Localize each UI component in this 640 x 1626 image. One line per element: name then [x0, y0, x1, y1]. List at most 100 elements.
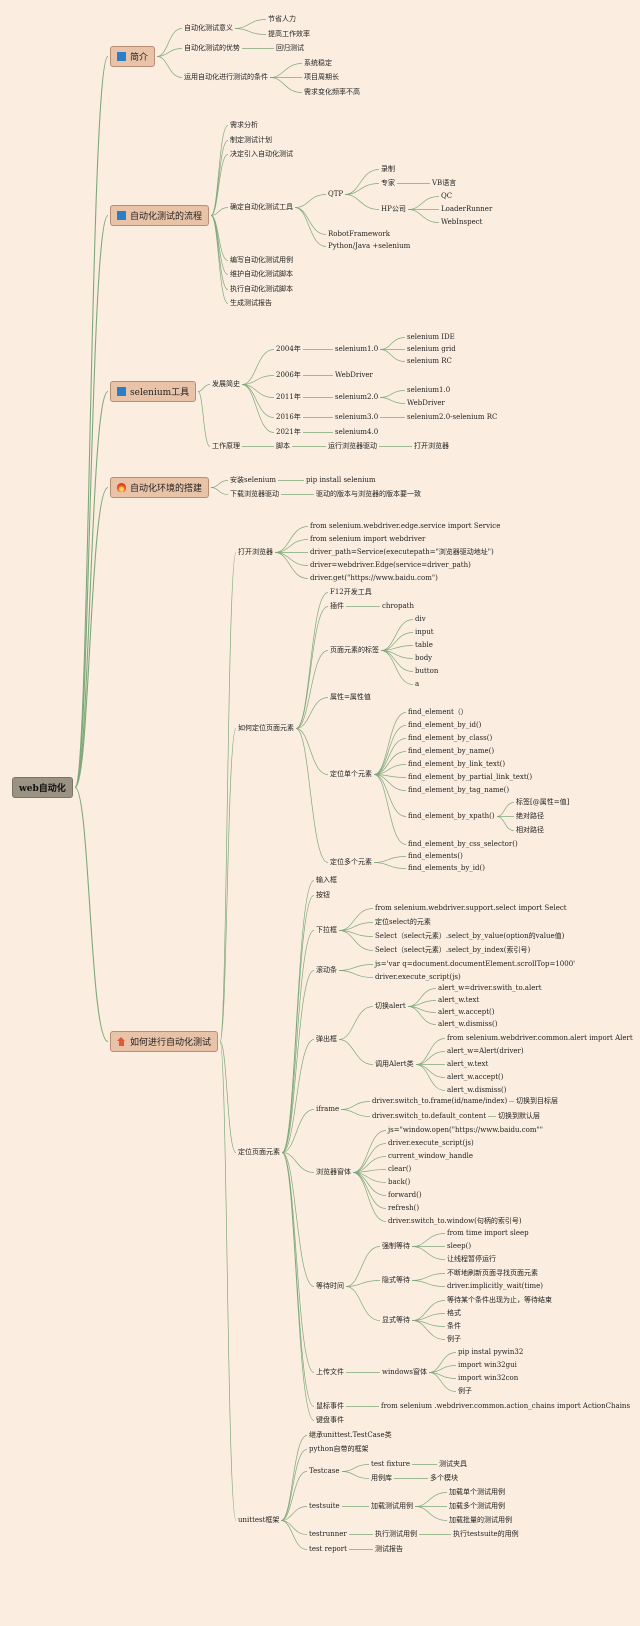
- node-thread-pause[interactable]: 让线程暂停运行: [447, 1255, 496, 1263]
- node-element-tags[interactable]: 页面元素的标签: [330, 646, 379, 654]
- node-run-script[interactable]: 执行自动化测试脚本: [230, 285, 293, 293]
- node-keyboard-event[interactable]: 键盘事件: [316, 1416, 344, 1424]
- node-test-fixture[interactable]: test fixture: [371, 1460, 411, 1468]
- code-back[interactable]: back(): [388, 1178, 411, 1186]
- code-action-chains[interactable]: from selenium .webdriver.common.action_c…: [381, 1402, 631, 1410]
- node-selenium2-sel1[interactable]: selenium1.0: [407, 386, 451, 394]
- node-test-advantage[interactable]: 自动化测试的优势: [184, 44, 240, 52]
- node-tag-div[interactable]: div: [415, 615, 426, 623]
- node-wait-condition[interactable]: 等待某个条件出现为止，等待结束: [447, 1296, 552, 1304]
- node-requirement[interactable]: 需求分析: [230, 121, 258, 129]
- code-driver-path[interactable]: driver_path=Service(executepath="浏览器驱动地址…: [310, 548, 494, 556]
- node-report-desc[interactable]: 测试报告: [375, 1545, 403, 1553]
- node-test-condition[interactable]: 运用自动化进行测试的条件: [184, 73, 268, 81]
- node-execute-cases[interactable]: 执行测试用例: [375, 1530, 417, 1538]
- node-example[interactable]: 例子: [447, 1335, 461, 1343]
- code-alert-accept[interactable]: alert_w.accept(): [438, 1008, 495, 1016]
- node-plugin[interactable]: 插件: [330, 602, 344, 610]
- code-find-elements[interactable]: find_elements(): [408, 852, 463, 860]
- node-env-setup[interactable]: 自动化环境的搭建: [110, 477, 210, 498]
- node-case-library[interactable]: 用例库: [371, 1474, 392, 1482]
- code-window-handle[interactable]: current_window_handle: [388, 1152, 474, 1160]
- node-button[interactable]: 按钮: [316, 891, 330, 899]
- code-scroll-js[interactable]: js='var q=document.documentElement.scrol…: [375, 960, 576, 968]
- node-run-driver[interactable]: 运行浏览器驱动: [328, 442, 377, 450]
- node-switch-alert[interactable]: 切换alert: [375, 1002, 406, 1010]
- node-selenium2-webdriver[interactable]: WebDriver: [407, 399, 445, 407]
- node-switch-default[interactable]: 切换到默认层: [498, 1112, 540, 1120]
- node-execute-suite[interactable]: 执行testsuite的用例: [453, 1530, 519, 1538]
- node-chropath[interactable]: chropath: [382, 602, 414, 610]
- node-test-meaning[interactable]: 自动化测试意义: [184, 24, 233, 32]
- node-explicit-wait[interactable]: 显式等待: [382, 1316, 410, 1324]
- code-alertc-dismiss[interactable]: alert_w.dismiss(): [447, 1086, 507, 1094]
- code-find-by-name[interactable]: find_element_by_name(): [408, 747, 495, 755]
- node-testsuite[interactable]: testsuite: [309, 1502, 340, 1510]
- node-element-operations[interactable]: 定位页面元素: [238, 1148, 280, 1156]
- node-long-cycle[interactable]: 项目周期长: [304, 73, 339, 81]
- node-introduce-auto[interactable]: 决定引入自动化测试: [230, 150, 293, 158]
- code-refresh[interactable]: refresh(): [388, 1204, 420, 1212]
- node-open-browser-principle[interactable]: 打开浏览器: [414, 442, 449, 450]
- code-import-service[interactable]: from selenium.webdriver.edge.service imp…: [310, 522, 501, 530]
- node-tag-button[interactable]: button: [415, 667, 439, 675]
- node-save-manpower[interactable]: 节省人力: [268, 15, 296, 23]
- node-format[interactable]: 格式: [447, 1309, 461, 1317]
- node-builtin-framework[interactable]: python自带的框架: [309, 1445, 369, 1453]
- node-xpath-absolute[interactable]: 绝对路径: [516, 812, 544, 820]
- root-node[interactable]: web自动化: [12, 777, 73, 798]
- code-driver-get[interactable]: driver.get("https://www.baidu.com"): [310, 574, 438, 582]
- code-switch-window[interactable]: driver.switch_to.window(句柄的索引号): [388, 1217, 522, 1225]
- node-upload-example[interactable]: 例子: [458, 1387, 472, 1395]
- code-clear[interactable]: clear(): [388, 1165, 412, 1173]
- node-regression-test[interactable]: 回归测试: [276, 44, 304, 52]
- node-script[interactable]: 脚本: [276, 442, 290, 450]
- node-alert-class[interactable]: 调用Alert类: [375, 1060, 414, 1068]
- node-refresh-find[interactable]: 不断地刷新页面寻找页面元素: [447, 1269, 538, 1277]
- node-test-plan[interactable]: 制定测试计划: [230, 136, 272, 144]
- node-wait-time[interactable]: 等待时间: [316, 1282, 344, 1290]
- node-attr-value[interactable]: 属性=属性值: [330, 693, 371, 701]
- node-low-change[interactable]: 需求变化频率不高: [304, 88, 360, 96]
- node-implicit-wait[interactable]: 隐式等待: [382, 1276, 410, 1284]
- node-python-java[interactable]: Python/Java +selenium: [328, 242, 411, 250]
- node-inherit-testcase[interactable]: 继承unittest.TestCase类: [309, 1431, 392, 1439]
- node-loadrunner[interactable]: LoaderRunner: [441, 205, 493, 213]
- code-find-by-css[interactable]: find_element_by_css_selector(): [408, 840, 518, 848]
- node-year-2006[interactable]: 2006年: [276, 371, 301, 379]
- code-pip-pywin32[interactable]: pip instal pywin32: [458, 1348, 524, 1356]
- code-find-by-xpath[interactable]: find_element_by_xpath(): [408, 812, 495, 820]
- node-write-cases[interactable]: 编写自动化测试用例: [230, 256, 293, 264]
- node-iframe[interactable]: iframe: [316, 1105, 340, 1113]
- node-version-match[interactable]: 驱动的版本与浏览器的版本要一致: [316, 490, 421, 498]
- code-window-open[interactable]: js="window.open("https://www.baidu.com"": [388, 1126, 543, 1134]
- node-selenium2[interactable]: selenium2.0: [335, 393, 379, 401]
- code-find-by-partial-link[interactable]: find_element_by_partial_link_text(): [408, 773, 533, 781]
- node-tag-table[interactable]: table: [415, 641, 433, 649]
- node-vb[interactable]: VB语言: [432, 179, 457, 187]
- node-tag-input[interactable]: input: [415, 628, 434, 636]
- node-test-report[interactable]: test report: [309, 1545, 347, 1553]
- code-alert-switch[interactable]: alert_w=driver.swith_to.alert: [438, 984, 542, 992]
- node-year-2004[interactable]: 2004年: [276, 345, 301, 353]
- node-tag-body[interactable]: body: [415, 654, 433, 662]
- node-switch-target[interactable]: 切换到目标层: [516, 1097, 558, 1105]
- node-tag-a[interactable]: a: [415, 680, 420, 688]
- node-record[interactable]: 录制: [381, 165, 395, 173]
- code-alert-dismiss[interactable]: alert_w.dismiss(): [438, 1020, 498, 1028]
- node-popup[interactable]: 弹出框: [316, 1035, 337, 1043]
- code-default-content[interactable]: driver.switch_to.default_content: [372, 1112, 487, 1120]
- node-intro[interactable]: 简介: [110, 46, 156, 67]
- node-locate-elements[interactable]: 如何定位页面元素: [238, 724, 294, 732]
- node-qc[interactable]: QC: [441, 192, 453, 200]
- node-fixture-desc[interactable]: 测试夹具: [439, 1460, 467, 1468]
- code-alertc-text[interactable]: alert_w.text: [447, 1060, 489, 1068]
- node-expert[interactable]: 专家: [381, 179, 395, 187]
- code-find-by-id[interactable]: find_element_by_id(): [408, 721, 482, 729]
- node-scrollbar[interactable]: 滚动条: [316, 966, 337, 974]
- code-driver-edge[interactable]: driver=webdriver.Edge(service=driver_pat…: [310, 561, 471, 569]
- code-find-element[interactable]: find_element（）: [408, 708, 468, 716]
- code-forward[interactable]: forward(): [388, 1191, 422, 1199]
- node-selenium3-rc[interactable]: selenium2.0-selenium RC: [407, 413, 498, 421]
- code-import-alert[interactable]: from selenium.webdriver.common.alert imp…: [447, 1034, 633, 1042]
